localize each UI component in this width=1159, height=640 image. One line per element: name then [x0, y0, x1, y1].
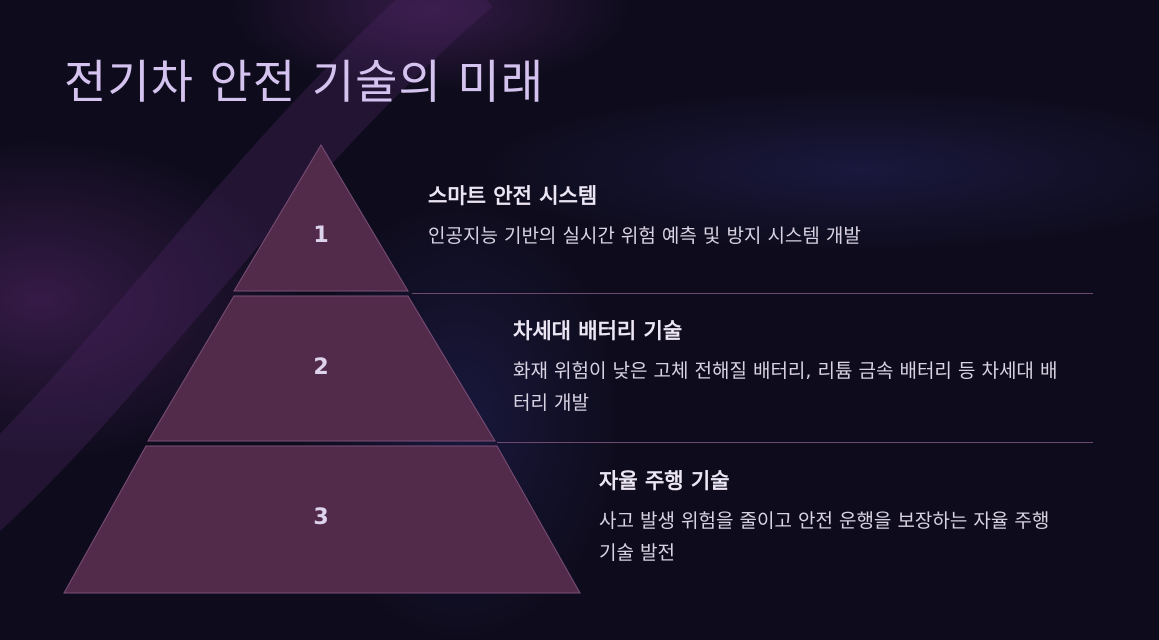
- tier-title-3: 자율 주행 기술: [599, 469, 730, 493]
- page-title: 전기차 안전 기술의 미래: [64, 55, 545, 109]
- pyramid-tier-2: [147, 295, 496, 442]
- tier-description-1: 인공지능 기반의 실시간 위험 예측 및 방지 시스템 개발: [428, 225, 861, 247]
- tier-number-1: 1: [313, 223, 329, 248]
- tier-text-2: 차세대 배터리 기술 화재 위험이 낮은 고체 전해질 배터리, 리튬 금속 배…: [513, 315, 1073, 419]
- tier-text-3: 자율 주행 기술 사고 발생 위험을 줄이고 안전 운행을 보장하는 자율 주행…: [599, 465, 1067, 569]
- tier-number-3: 3: [313, 505, 329, 530]
- pyramid-tier-1: [233, 144, 409, 292]
- tier-title-2: 차세대 배터리 기술: [513, 319, 683, 343]
- tier-divider-1: [412, 293, 1093, 294]
- tier-description-2: 화재 위험이 낮은 고체 전해질 배터리, 리튬 금속 배터리 등 차세대 배터…: [513, 360, 1058, 414]
- tier-title-1: 스마트 안전 시스템: [428, 184, 598, 208]
- pyramid-tier-3: [63, 445, 581, 594]
- tier-number-2: 2: [313, 355, 329, 380]
- tier-divider-2: [497, 442, 1093, 443]
- tier-description-3: 사고 발생 위험을 줄이고 안전 운행을 보장하는 자율 주행 기술 발전: [599, 510, 1050, 564]
- tier-text-1: 스마트 안전 시스템 인공지능 기반의 실시간 위험 예측 및 방지 시스템 개…: [428, 180, 1068, 252]
